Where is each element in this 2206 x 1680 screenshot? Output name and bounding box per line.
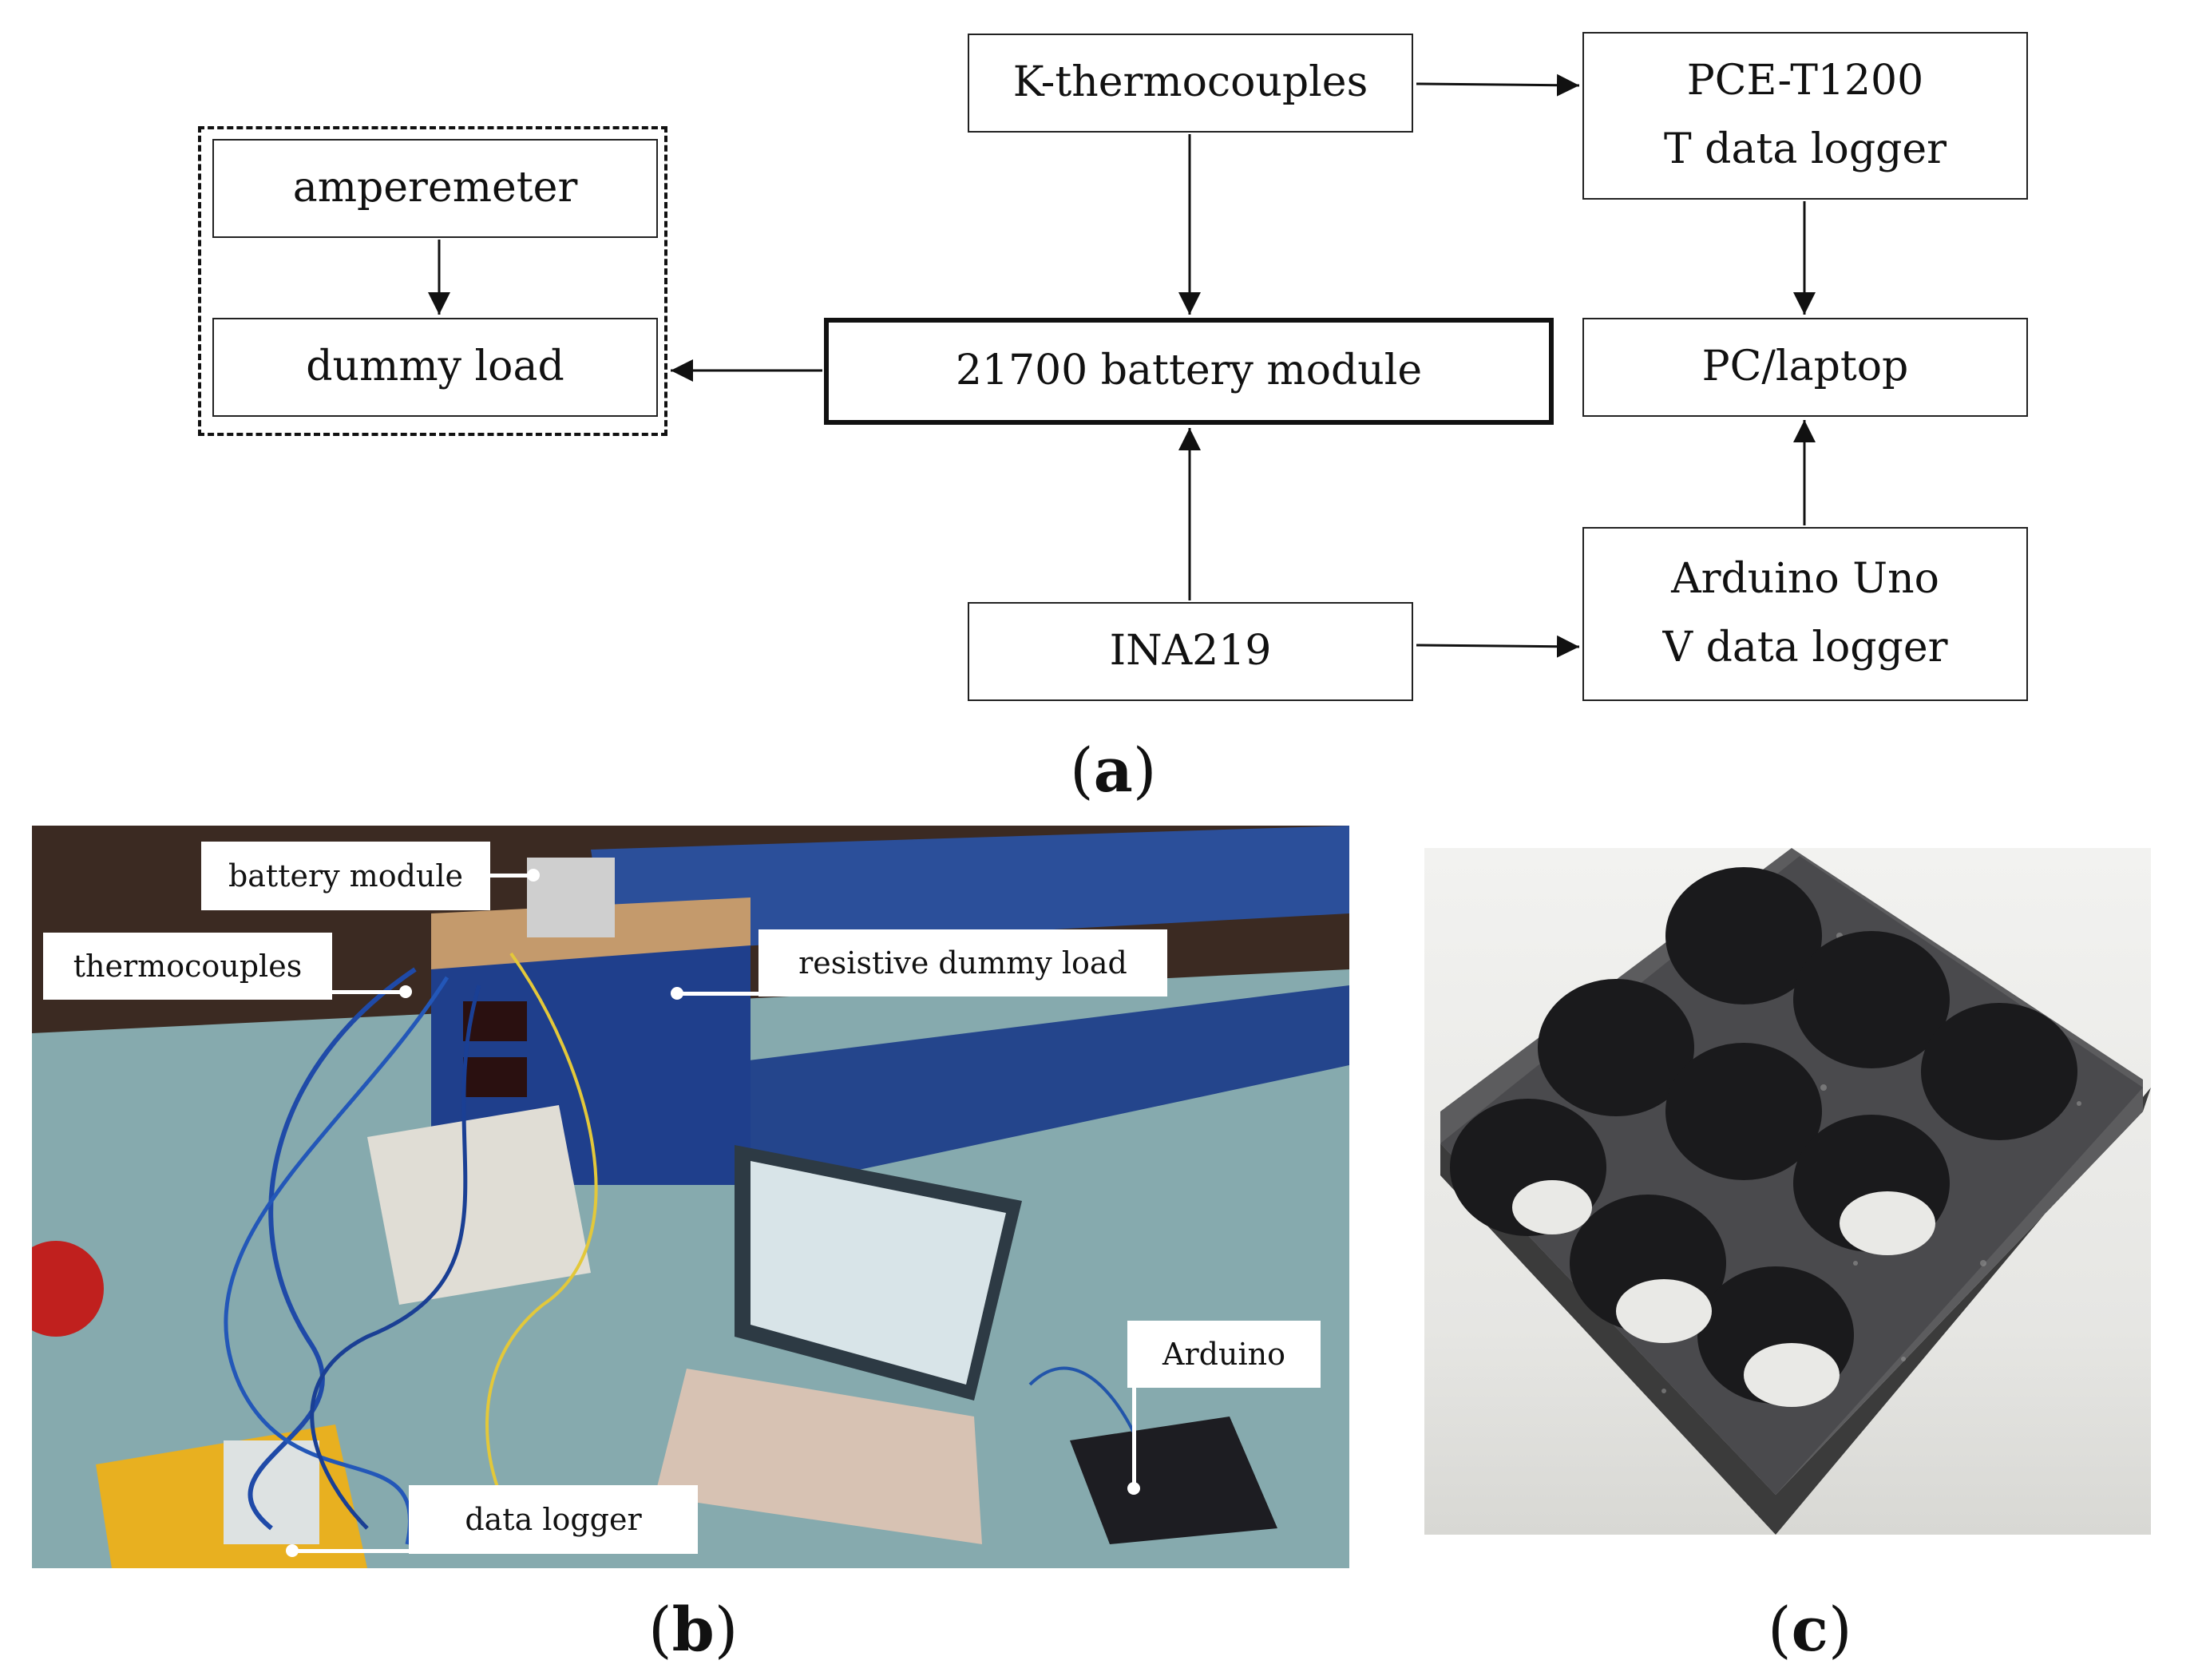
arrow-thermocouples-to-pce xyxy=(1416,73,1580,97)
arduino-uno-box: Arduino Uno V data logger xyxy=(1582,527,2028,701)
panel-label-c: (c) xyxy=(1768,1594,1852,1665)
callout-battery-module: battery module xyxy=(201,842,490,910)
cell-holder-photo xyxy=(1424,848,2151,1535)
arrow-ina-to-arduino xyxy=(1416,635,1580,658)
callout-resistive-dummy-load-text: resistive dummy load xyxy=(798,945,1127,981)
pointer-thermocouples xyxy=(332,990,404,994)
pce-t1200-box: PCE-T1200 T data logger xyxy=(1582,32,2028,200)
amperemeter-box: amperemeter xyxy=(212,139,658,238)
pointer-dot-resistive-dummy-load xyxy=(671,987,683,1000)
callout-resistive-dummy-load: resistive dummy load xyxy=(758,929,1167,997)
pce-t1200-line2: T data logger xyxy=(1663,125,1947,173)
dummy-load-box: dummy load xyxy=(212,318,658,417)
ina219-box: INA219 xyxy=(968,602,1413,701)
pce-t1200-line1: PCE-T1200 xyxy=(1686,57,1924,105)
panel-label-a: (a) xyxy=(1070,735,1157,806)
pointer-dot-data-logger xyxy=(286,1544,299,1557)
measurement-group xyxy=(198,126,667,436)
ina219-label: INA219 xyxy=(1109,627,1272,676)
callout-thermocouples-text: thermocouples xyxy=(73,949,303,984)
callout-arduino-text: Arduino xyxy=(1162,1337,1285,1372)
arduino-uno-line2: V data logger xyxy=(1662,624,1948,672)
callout-data-logger-text: data logger xyxy=(465,1502,642,1537)
pointer-data-logger xyxy=(295,1549,409,1553)
dummy-load-label: dummy load xyxy=(306,343,564,391)
k-thermocouples-label: K-thermocouples xyxy=(1012,58,1368,107)
setup-photo-illustration xyxy=(32,826,1349,1568)
battery-module-box: 21700 battery module xyxy=(824,318,1554,425)
k-thermocouples-box: K-thermocouples xyxy=(968,34,1413,133)
pointer-resistive-dummy-load xyxy=(680,992,758,996)
setup-photo: battery module thermocouples resistive d… xyxy=(32,826,1349,1568)
arduino-uno-line1: Arduino Uno xyxy=(1671,555,1939,604)
cell-holder-illustration xyxy=(1440,848,2151,1535)
pc-laptop-box: PC/laptop xyxy=(1582,318,2028,417)
pointer-dot-arduino xyxy=(1127,1482,1140,1495)
pc-laptop-label: PC/laptop xyxy=(1701,343,1909,391)
amperemeter-label: amperemeter xyxy=(292,164,578,212)
pointer-arduino xyxy=(1132,1388,1136,1484)
panel-label-b: (b) xyxy=(648,1594,739,1665)
callout-thermocouples: thermocouples xyxy=(43,933,332,1000)
callout-arduino: Arduino xyxy=(1127,1321,1321,1388)
pointer-battery-module xyxy=(490,874,530,878)
callout-data-logger: data logger xyxy=(409,1485,698,1554)
pointer-dot-battery-module xyxy=(527,869,540,882)
callout-battery-module-text: battery module xyxy=(228,858,464,893)
pointer-dot-thermocouples xyxy=(399,985,412,998)
battery-module-label: 21700 battery module xyxy=(955,347,1423,395)
